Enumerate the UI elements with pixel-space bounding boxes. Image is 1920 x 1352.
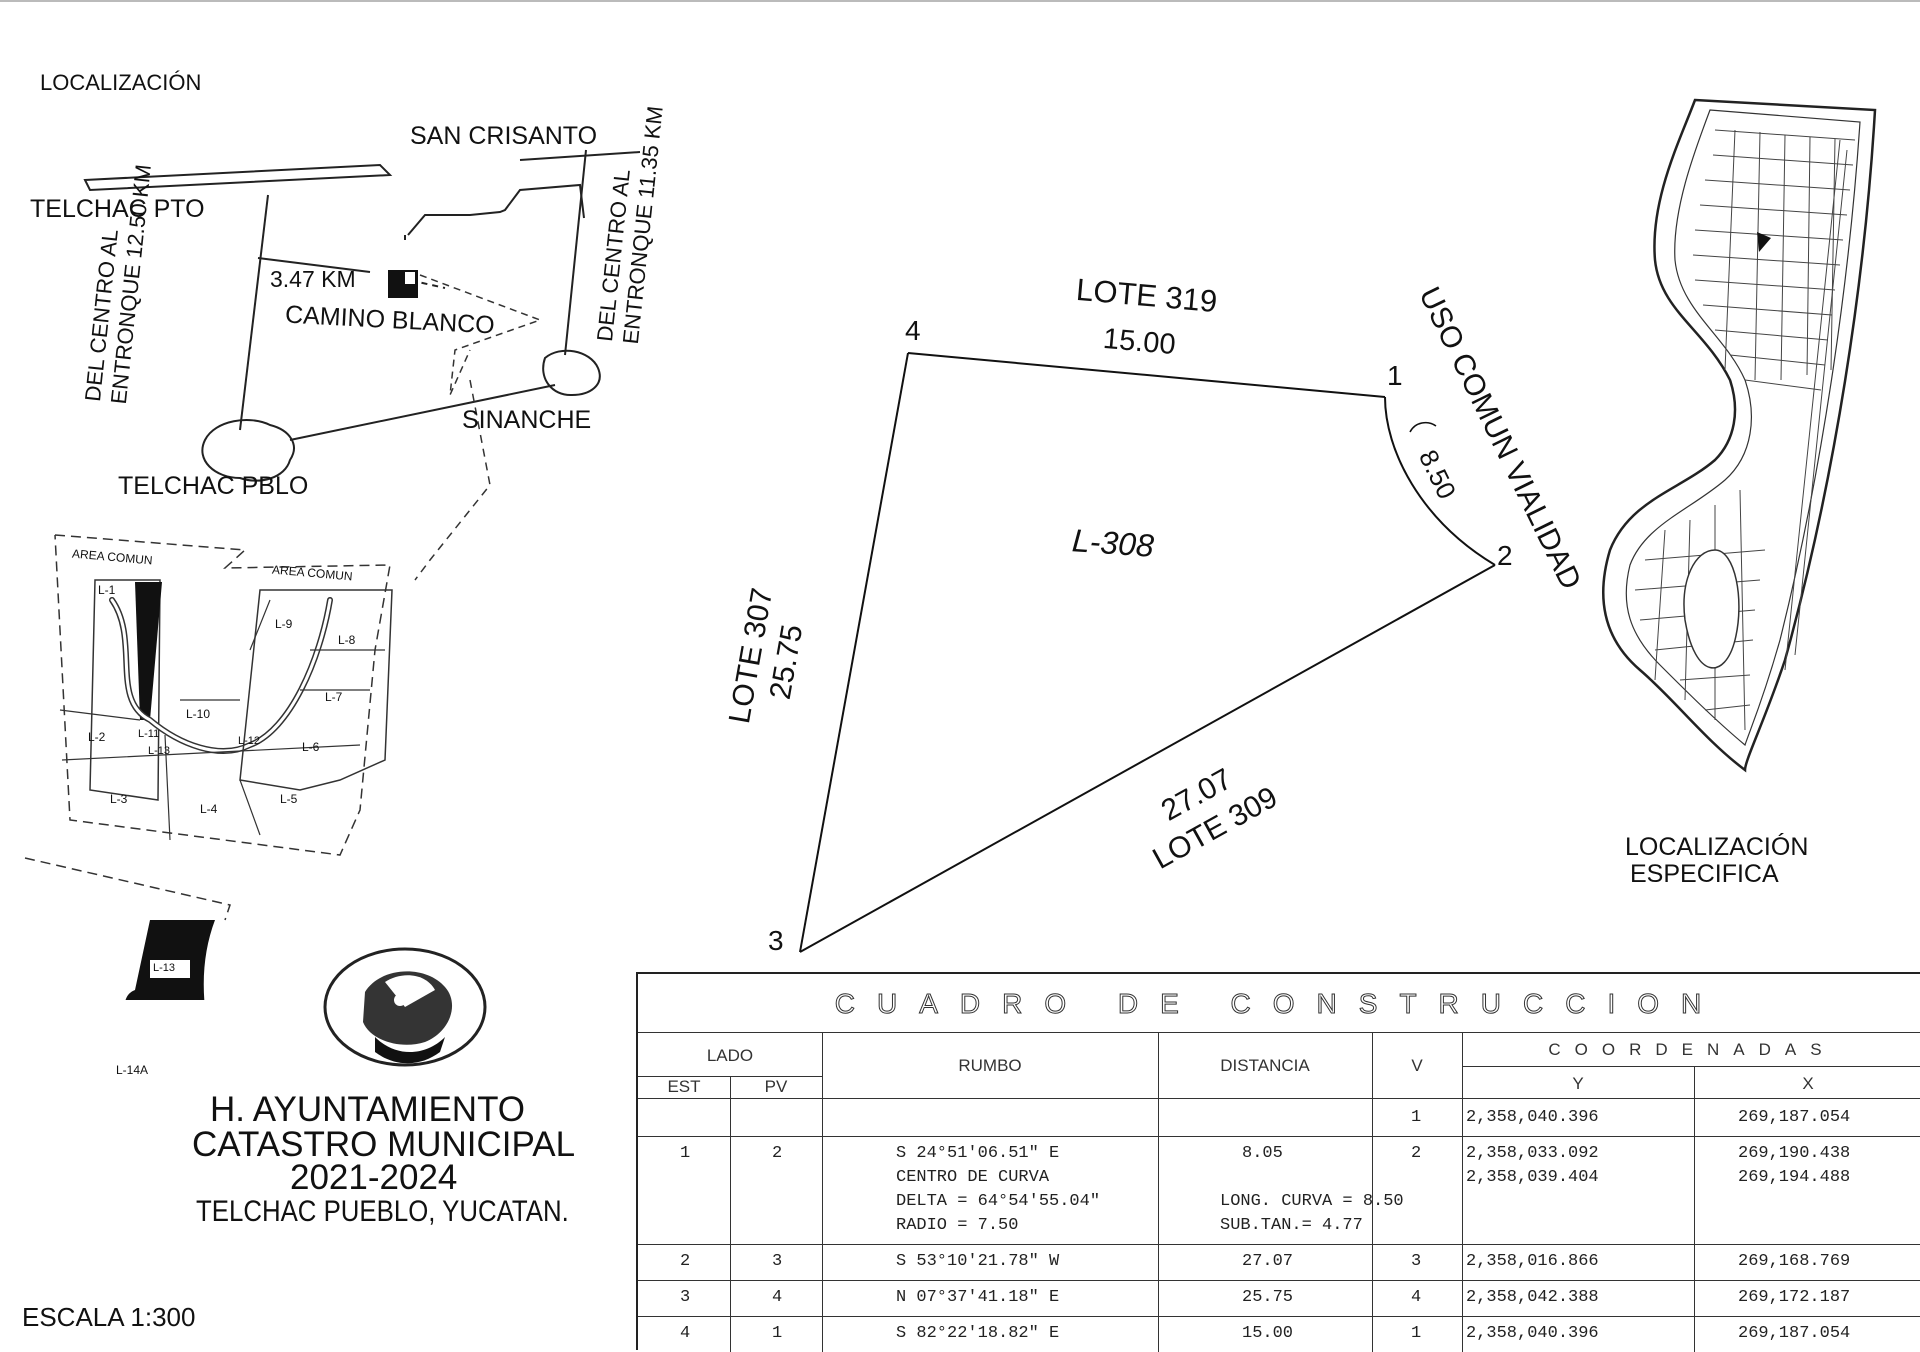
- row7-pv: 1: [772, 1324, 783, 1343]
- row7-distancia: 15.00: [1242, 1324, 1294, 1343]
- label-lot-l12: L-12: [238, 735, 261, 747]
- lot-id-label: L-308: [1070, 522, 1156, 564]
- row6-v: 4: [1411, 1288, 1422, 1307]
- label-san-crisanto: SAN CRISANTO: [410, 122, 598, 150]
- row0-v: 1: [1411, 1108, 1422, 1127]
- row7-v: 1: [1411, 1324, 1422, 1343]
- label-telchac-pto: TELCHAC PTO: [30, 195, 205, 223]
- label-lot-l6: L-6: [302, 740, 320, 754]
- vertex-2: 2: [1497, 540, 1513, 571]
- row0-y: 2,358,040.396: [1466, 1108, 1599, 1127]
- vertex-1: 1: [1387, 360, 1403, 391]
- row0-x: 269,187.054: [1738, 1108, 1851, 1127]
- header-pv: PV: [764, 1077, 788, 1096]
- row1-rumbo: S 24°51'06.51" E: [896, 1144, 1060, 1163]
- north-distance-label: 15.00: [1101, 322, 1177, 362]
- row5-est: 2: [680, 1252, 691, 1271]
- label-lot-l10: L-10: [186, 707, 211, 721]
- row1-x: 269,190.438: [1738, 1144, 1851, 1163]
- header-distancia: DISTANCIA: [1220, 1056, 1310, 1075]
- row3-rumbo: DELTA = 64°54'55.04": [896, 1192, 1101, 1211]
- row6-pv: 4: [772, 1288, 783, 1307]
- row5-x: 269,168.769: [1738, 1252, 1851, 1271]
- header-y: Y: [1572, 1074, 1584, 1093]
- label-lot-l3: L-3: [110, 792, 128, 806]
- label-lot-l8: L-8: [338, 633, 356, 647]
- location-map: [24, 149, 641, 1000]
- row5-pv: 3: [772, 1252, 783, 1271]
- lot-plot: [799, 352, 1496, 953]
- row2-y: 2,358,039.404: [1466, 1168, 1599, 1187]
- header-v: V: [1411, 1056, 1423, 1075]
- row7-y: 2,358,040.396: [1466, 1324, 1599, 1343]
- localizacion-heading: LOCALIZACIÓN: [40, 70, 202, 95]
- label-sinanche: SINANCHE: [462, 406, 592, 434]
- row1-est: 1: [680, 1144, 691, 1163]
- row7-est: 4: [680, 1324, 691, 1343]
- row5-rumbo: S 53°10'21.78" W: [896, 1252, 1060, 1271]
- row1-distancia: 8.05: [1242, 1144, 1283, 1163]
- row5-distancia: 27.07: [1242, 1252, 1294, 1271]
- construction-table: CUADRO DE CONSTRUCCION LADO EST PV RUMBO…: [636, 972, 1920, 1352]
- ayuntamiento-line3: 2021-2024: [290, 1158, 458, 1197]
- label-lot-l1: L-1: [98, 583, 116, 597]
- label-distance-3-47: 3.47 KM: [270, 266, 356, 292]
- row5-y: 2,358,016.866: [1466, 1252, 1599, 1271]
- ayuntamiento-line1: H. AYUNTAMIENTO: [210, 1090, 526, 1129]
- row6-est: 3: [680, 1288, 691, 1307]
- ayuntamiento-line4: TELCHAC PUEBLO, YUCATAN.: [196, 1195, 569, 1228]
- header-rumbo: RUMBO: [958, 1056, 1022, 1075]
- specific-location-title-1: LOCALIZACIÓN: [1625, 833, 1809, 861]
- header-x: X: [1802, 1074, 1814, 1093]
- row6-y: 2,358,042.388: [1466, 1288, 1599, 1307]
- label-lot-l5: L-5: [280, 792, 298, 806]
- top-border: [0, 0, 1920, 2]
- label-lot-l4: L-4: [200, 802, 218, 816]
- row1-y: 2,358,033.092: [1466, 1144, 1599, 1163]
- header-est: EST: [667, 1077, 701, 1096]
- label-lot-l7: L-7: [325, 690, 343, 704]
- vertex-4: 4: [905, 315, 921, 346]
- row6-rumbo: N 07°37'41.18" E: [896, 1288, 1060, 1307]
- row4-distancia: SUB.TAN.= 4.77: [1220, 1216, 1363, 1235]
- row2-x: 269,194.488: [1738, 1168, 1851, 1187]
- label-lot-l9: L-9: [275, 617, 293, 631]
- label-lot-l2: L-2: [88, 730, 106, 744]
- row3-distancia: LONG. CURVA = 8.50: [1220, 1192, 1404, 1211]
- row6-distancia: 25.75: [1242, 1288, 1294, 1307]
- label-lot-l13: L-13: [148, 745, 171, 757]
- row7-rumbo: S 82°22'18.82" E: [896, 1324, 1060, 1343]
- specific-location-title-2: ESPECIFICA: [1630, 860, 1779, 888]
- row1-pv: 2: [772, 1144, 783, 1163]
- vertex-3: 3: [768, 925, 784, 956]
- header-coordenadas: COORDENADAS: [1548, 1040, 1836, 1059]
- header-lado: LADO: [706, 1046, 754, 1065]
- row2-rumbo: CENTRO DE CURVA: [896, 1168, 1050, 1187]
- ayuntamiento-line2: CATASTRO MUNICIPAL: [192, 1125, 576, 1164]
- row5-v: 3: [1411, 1252, 1422, 1271]
- row7-x: 269,187.054: [1738, 1324, 1851, 1343]
- table-title: CUADRO DE CONSTRUCCION: [834, 988, 1724, 1020]
- label-telchac-pblo: TELCHAC PBLO: [118, 472, 309, 500]
- row4-rumbo: RADIO = 7.50: [896, 1216, 1019, 1235]
- row6-x: 269,172.187: [1738, 1288, 1851, 1307]
- row1-v: 2: [1411, 1144, 1422, 1163]
- specific-location-map: [1602, 98, 1877, 773]
- mexico-seal: [323, 947, 487, 1067]
- escala-label: ESCALA 1:300: [22, 1302, 196, 1332]
- label-strip-l14a: L-14A: [116, 1063, 149, 1077]
- label-lot-l11: L-11: [138, 728, 160, 740]
- label-strip-l13: L-13: [153, 962, 176, 974]
